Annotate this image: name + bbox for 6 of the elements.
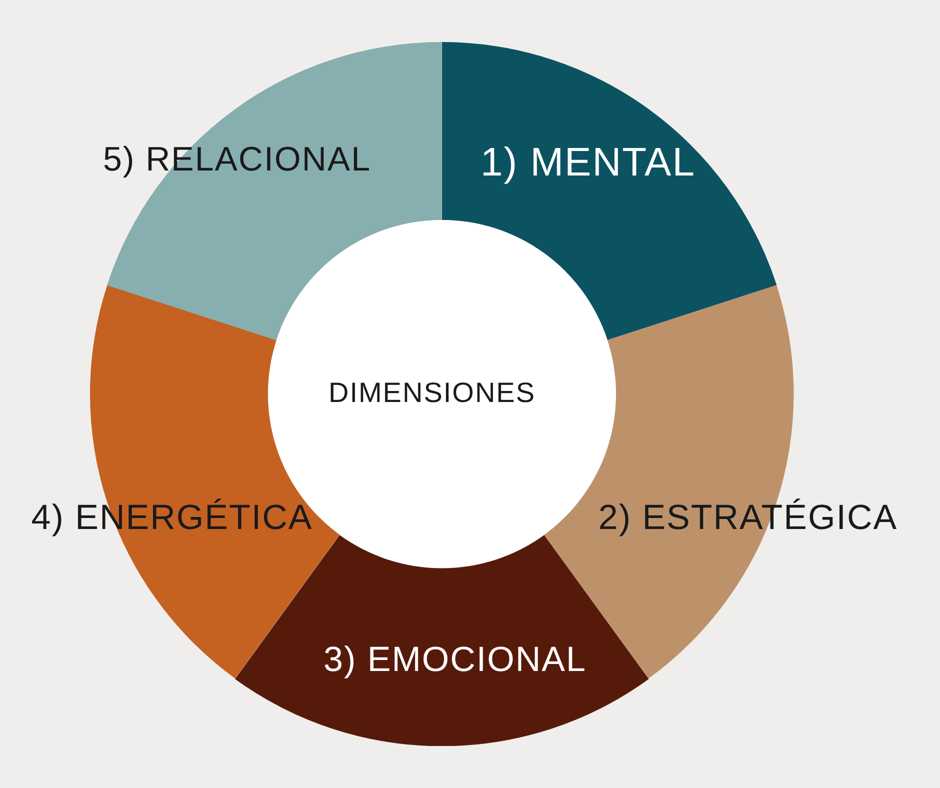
segment-label: 2) ESTRATÉGICA <box>598 498 898 538</box>
donut-segment <box>442 42 777 340</box>
segment-label: 1) MENTAL <box>480 140 696 186</box>
donut-segment <box>235 534 649 746</box>
segment-label: 3) EMOCIONAL <box>324 640 586 680</box>
center-title: DIMENSIONES <box>328 377 536 409</box>
